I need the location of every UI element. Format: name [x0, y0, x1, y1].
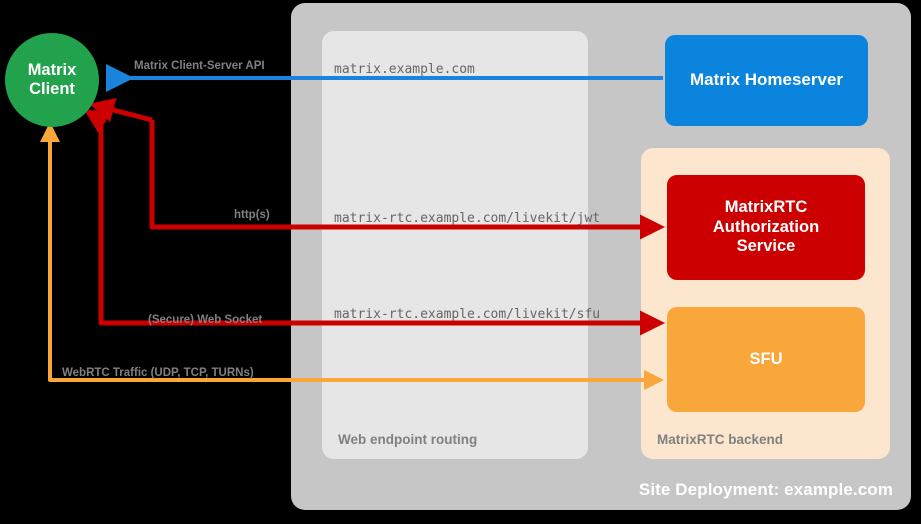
node-sfu[interactable]: SFU	[667, 307, 865, 412]
endpoint-url-matrix-example-com: matrix.example.com	[334, 62, 475, 77]
connector-label-secure-web-socket: (Secure) Web Socket	[148, 314, 263, 326]
matrixrtc-backend-label: MatrixRTC backend	[657, 432, 784, 447]
sfu-label: SFU	[749, 349, 783, 368]
connector-label-http-s: http(s)	[234, 209, 270, 221]
auth-service-label-line2: Authorization	[712, 217, 820, 236]
web-endpoint-routing-container: Web endpoint routing	[322, 31, 588, 459]
auth-service-label-line1: MatrixRTC	[724, 197, 808, 216]
node-matrix-homeserver[interactable]: Matrix Homeserver	[665, 35, 868, 126]
matrix-client-label-line2: Client	[29, 80, 75, 98]
node-matrix-client[interactable]: Matrix Client	[5, 33, 99, 127]
endpoint-url-livekit-jwt: matrix-rtc.example.com/livekit/jwt	[334, 211, 601, 226]
endpoint-url-livekit-sfu: matrix-rtc.example.com/livekit/sfu	[334, 307, 601, 322]
auth-service-label-line3: Service	[736, 237, 796, 256]
connector-label-matrix-client-server-api: Matrix Client-Server API	[134, 60, 265, 72]
matrix-client-label-line1: Matrix	[27, 60, 77, 79]
node-matrixrtc-authorization-service[interactable]: MatrixRTC Authorization Service	[667, 175, 865, 280]
site-deployment-label: Site Deployment: example.com	[638, 480, 893, 499]
web-endpoint-routing-label: Web endpoint routing	[338, 432, 478, 447]
matrix-homeserver-label: Matrix Homeserver	[689, 70, 844, 90]
connector-label-webrtc-traffic: WebRTC Traffic (UDP, TCP, TURNs)	[62, 367, 254, 379]
